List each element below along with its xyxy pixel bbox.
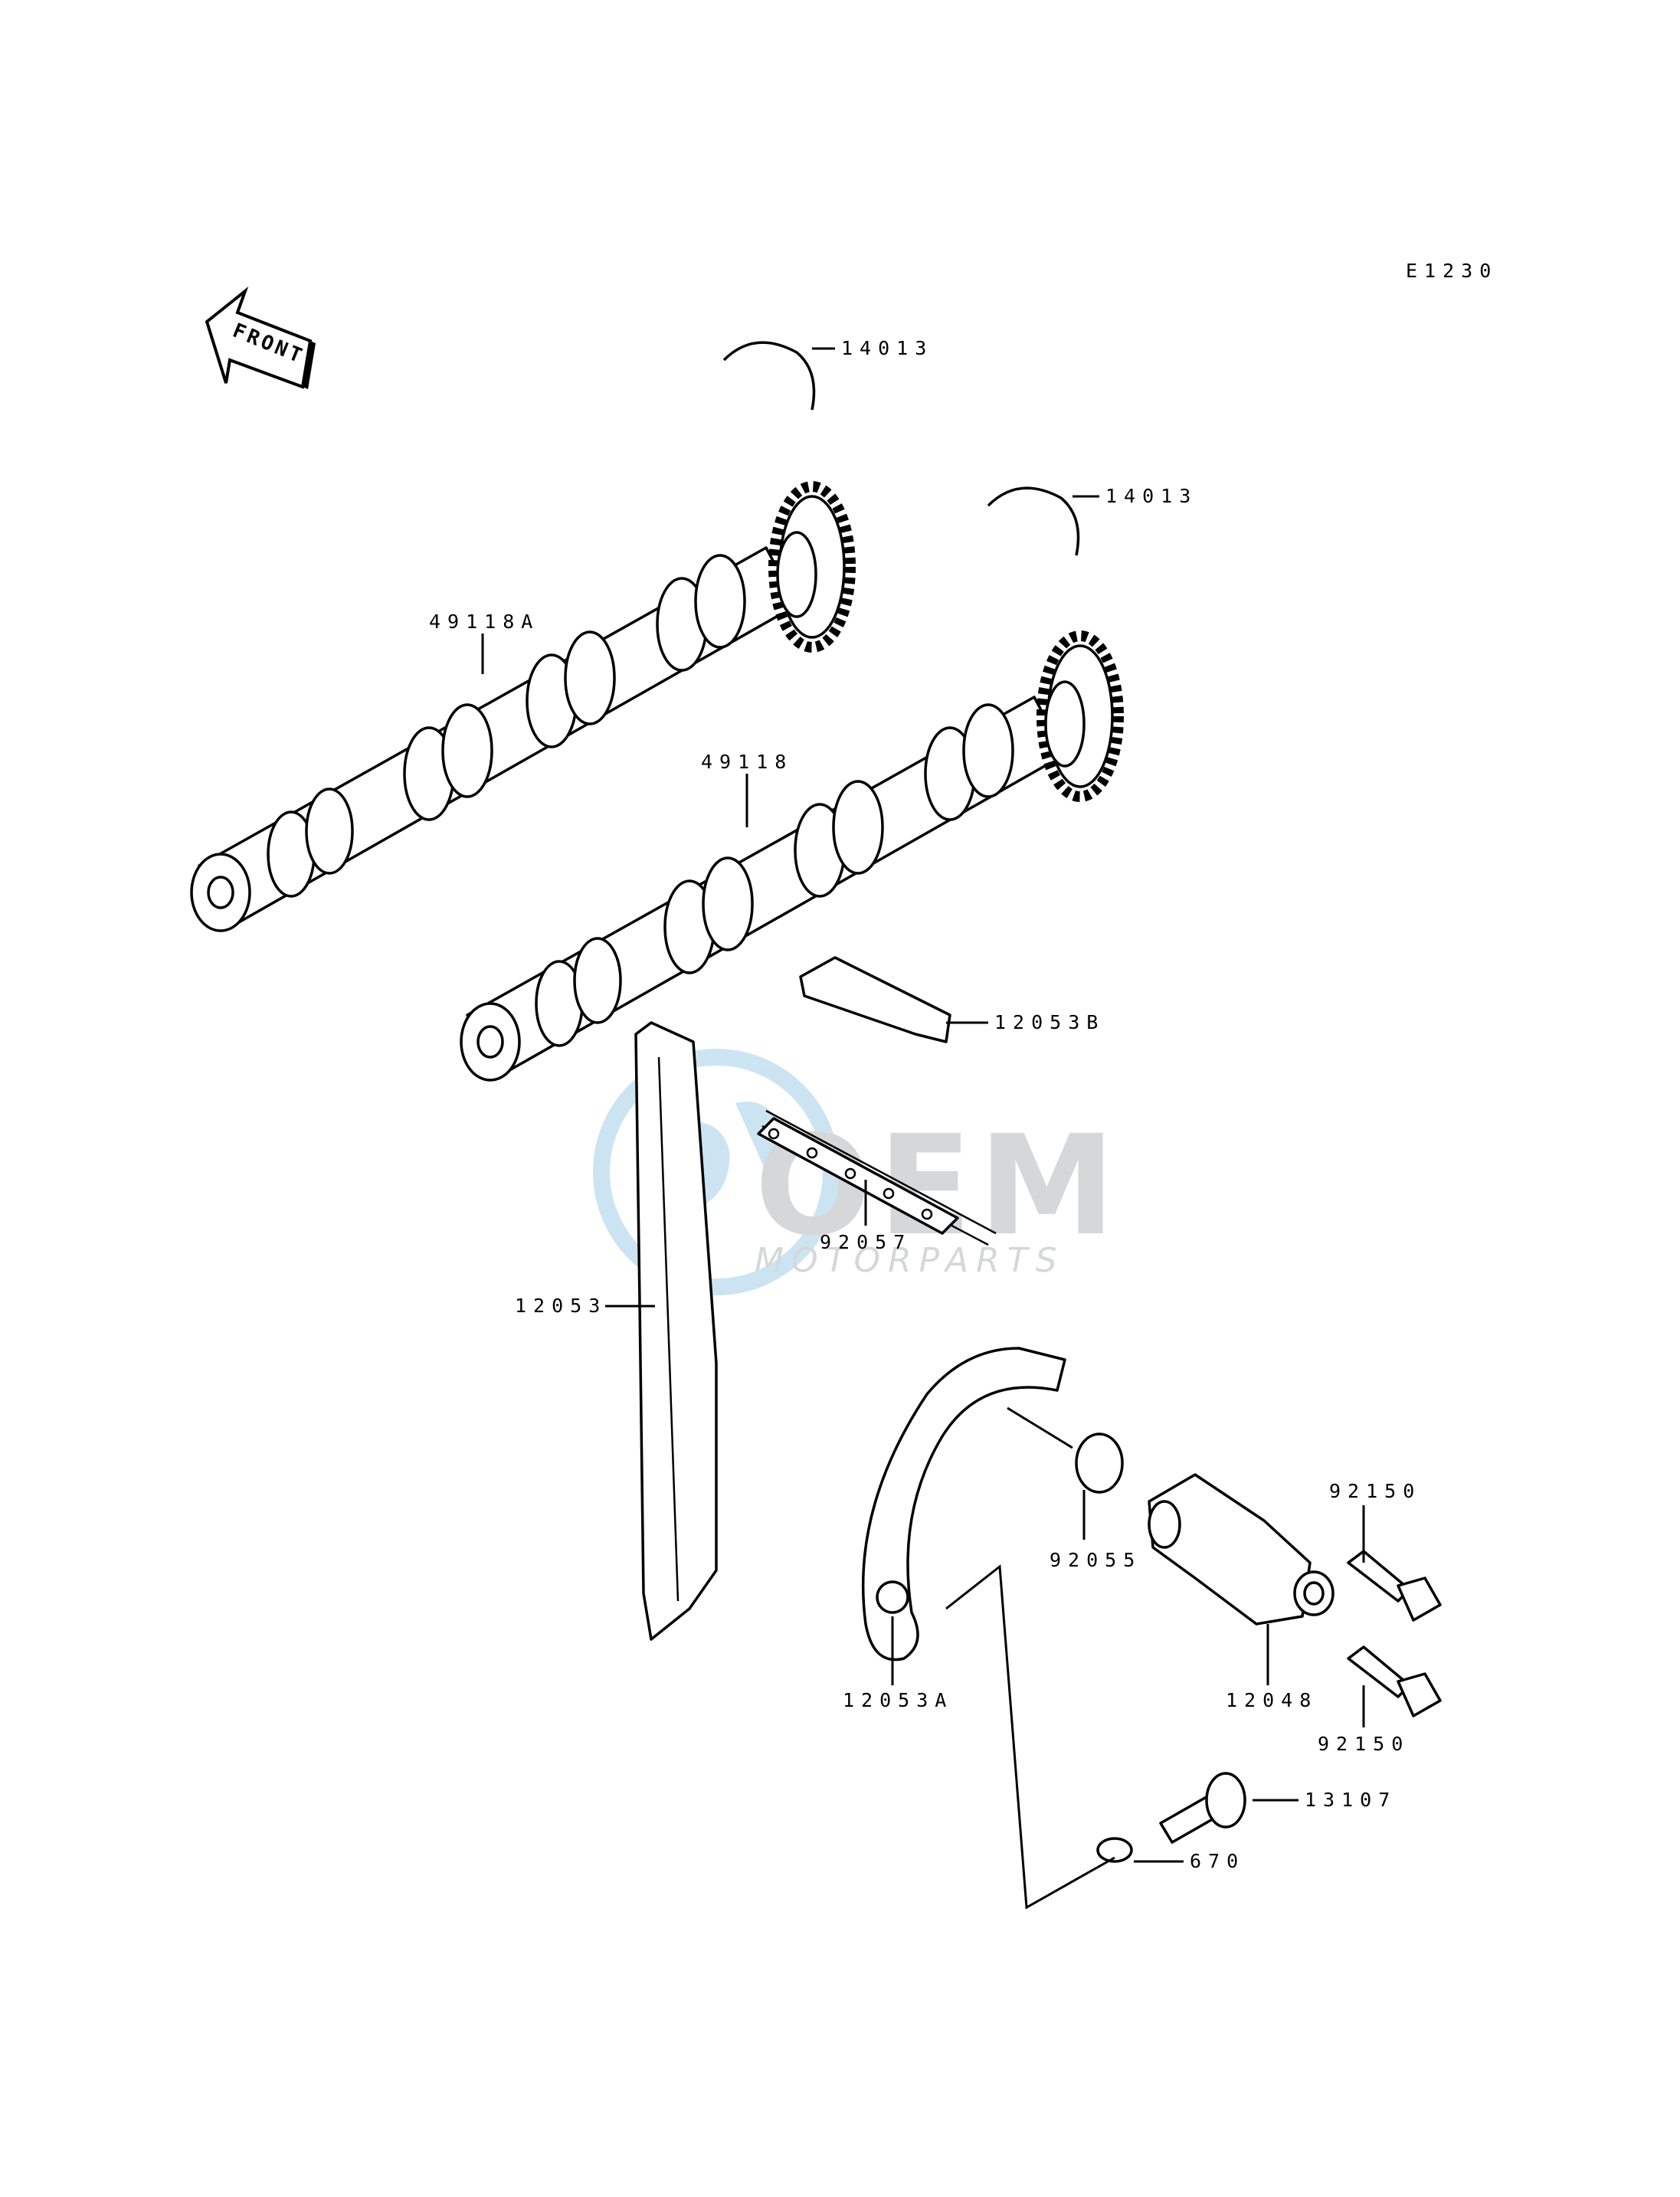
watermark-tagline: MOTORPARTS bbox=[755, 1241, 1065, 1280]
guide-12053b bbox=[799, 956, 951, 1043]
clip-14013-top bbox=[722, 341, 816, 411]
part-label: 12053A bbox=[843, 1689, 953, 1711]
chain-guide-12053 bbox=[634, 1021, 718, 1641]
svg-text:OEM: OEM bbox=[755, 1106, 1122, 1266]
tensioner-guide-12053a bbox=[861, 1347, 1066, 1662]
part-label: 14013 bbox=[1105, 485, 1197, 507]
part-label: 670 bbox=[1190, 1850, 1245, 1872]
tensioner-12048 bbox=[1148, 1473, 1335, 1626]
part-label: 14013 bbox=[841, 337, 933, 359]
part-label: 12048 bbox=[1226, 1689, 1318, 1711]
part-label: 12053B bbox=[994, 1011, 1105, 1033]
o-ring-92055 bbox=[1075, 1432, 1124, 1494]
watermark-logo: OEM MOTORPARTS bbox=[593, 1049, 1122, 1295]
chain-92057 bbox=[757, 1109, 997, 1246]
camshaft-49118 bbox=[460, 630, 1124, 1082]
o-ring-670 bbox=[1096, 1837, 1133, 1863]
cap-bolt-13107 bbox=[1159, 1772, 1246, 1844]
part-label: 13107 bbox=[1305, 1789, 1397, 1811]
part-label: 49118A bbox=[429, 611, 539, 633]
bolt-92150-upper bbox=[1347, 1550, 1442, 1622]
part-label: 49118 bbox=[701, 751, 793, 773]
camshaft-49118a bbox=[190, 481, 856, 932]
front-arrow-icon: FRONT bbox=[205, 286, 316, 389]
part-label: 92057 bbox=[820, 1231, 912, 1253]
bolt-92150-lower bbox=[1347, 1645, 1442, 1717]
diagram-code: E1230 bbox=[1406, 260, 1498, 282]
part-label: 92055 bbox=[1050, 1549, 1141, 1571]
part-label: 12053 bbox=[515, 1295, 607, 1317]
part-label: 92150 bbox=[1329, 1480, 1421, 1502]
clip-14013-second bbox=[987, 486, 1080, 556]
part-label: 92150 bbox=[1318, 1733, 1410, 1755]
